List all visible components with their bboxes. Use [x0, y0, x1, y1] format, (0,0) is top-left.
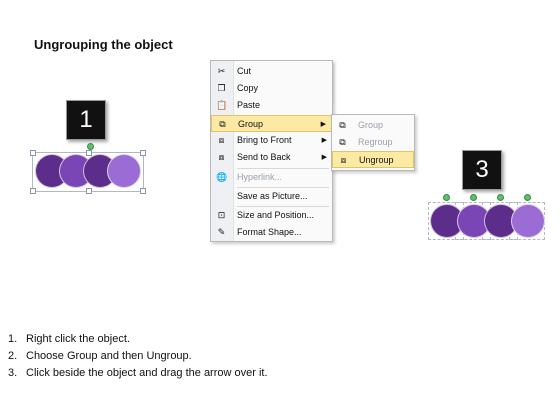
context-menu: ✂ Cut ❐ Copy 📋 Paste ⧉ Group ▶ ⧈ Bring t…: [210, 60, 333, 242]
group-icon: ⧉: [219, 119, 226, 129]
resize-handle[interactable]: [86, 188, 92, 194]
group-icon: ⧉: [339, 120, 346, 130]
submenu-item-regroup[interactable]: ⧉ Regroup: [332, 134, 414, 151]
submenu-arrow-icon: ▶: [321, 137, 327, 144]
instruction-item: 1. Right click the object.: [8, 331, 268, 348]
submenu-item-label: Regroup: [358, 137, 393, 147]
menu-item-hyperlink[interactable]: 🌐 Hyperlink...: [211, 169, 332, 186]
paste-icon: 📋: [216, 100, 228, 110]
menu-item-label: Group: [238, 119, 264, 129]
step-3-badge: 3: [462, 150, 502, 190]
menu-item-save-as-picture[interactable]: Save as Picture...: [211, 188, 332, 205]
resize-handle[interactable]: [140, 188, 146, 194]
rotation-handle[interactable]: [470, 194, 477, 201]
resize-handle[interactable]: [30, 188, 36, 194]
instruction-text: Choose Group and then Ungroup.: [26, 350, 192, 362]
menu-separator: [237, 168, 329, 169]
submenu-item-group[interactable]: ⧉ Group: [332, 117, 414, 134]
menu-item-label: Cut: [237, 66, 252, 76]
page-title: Ungrouping the object: [34, 37, 173, 52]
submenu-item-label: Ungroup: [359, 155, 394, 165]
instruction-item: 2. Choose Group and then Ungroup.: [8, 348, 268, 365]
scissors-icon: ✂: [217, 66, 226, 76]
instruction-text: Click beside the object and drag the arr…: [26, 367, 268, 379]
menu-separator: [237, 206, 329, 207]
instructions-list: 1. Right click the object. 2. Choose Group…: [8, 331, 268, 382]
menu-separator: [237, 187, 329, 188]
circle-shape[interactable]: [511, 204, 545, 238]
submenu-arrow-icon: ▶: [320, 121, 326, 128]
menu-item-label: Send to Back: [237, 152, 291, 162]
menu-item-copy[interactable]: ❐ Copy: [211, 80, 332, 97]
send-to-back-icon: ⧇: [218, 152, 225, 162]
menu-item-label: Size and Position...: [237, 210, 315, 220]
resize-handle[interactable]: [86, 150, 92, 156]
submenu-item-label: Group: [358, 120, 384, 130]
instruction-number: 3.: [8, 367, 18, 379]
regroup-icon: ⧉: [339, 137, 346, 147]
menu-item-label: Hyperlink...: [237, 172, 283, 182]
grouped-object[interactable]: [30, 143, 146, 194]
menu-item-group[interactable]: ⧉ Group ▶: [211, 115, 332, 132]
menu-item-label: Format Shape...: [237, 227, 302, 237]
size-position-icon: ⊡: [217, 210, 226, 220]
rotation-handle[interactable]: [87, 143, 94, 150]
menu-item-label: Save as Picture...: [237, 191, 308, 201]
menu-item-format-shape[interactable]: ✎ Format Shape...: [211, 224, 332, 241]
menu-item-size-and-position[interactable]: ⊡ Size and Position...: [211, 207, 332, 224]
hyperlink-icon: 🌐: [216, 172, 228, 182]
resize-handle[interactable]: [30, 150, 36, 156]
group-submenu: ⧉ Group ⧉ Regroup ⧈ Ungroup: [331, 114, 415, 171]
circle-shape: [107, 154, 141, 188]
rotation-handle[interactable]: [443, 194, 450, 201]
rotation-handle[interactable]: [524, 194, 531, 201]
submenu-item-ungroup[interactable]: ⧈ Ungroup: [332, 151, 414, 168]
instruction-item: 3. Click beside the object and drag the a…: [8, 365, 268, 382]
submenu-arrow-icon: ▶: [321, 154, 327, 161]
menu-item-bring-to-front[interactable]: ⧈ Bring to Front ▶: [211, 132, 332, 149]
format-shape-icon: ✎: [217, 227, 226, 237]
instruction-text: Right click the object.: [26, 333, 130, 345]
instruction-number: 2.: [8, 350, 18, 362]
menu-item-cut[interactable]: ✂ Cut: [211, 63, 332, 80]
bring-to-front-icon: ⧈: [218, 135, 225, 145]
rotation-handle[interactable]: [497, 194, 504, 201]
menu-item-label: Copy: [237, 83, 259, 93]
menu-item-send-to-back[interactable]: ⧇ Send to Back ▶: [211, 149, 332, 166]
step-1-badge: 1: [66, 100, 106, 140]
ungrouped-shapes: [428, 194, 546, 242]
copy-icon: ❐: [217, 83, 226, 93]
menu-item-paste[interactable]: 📋 Paste: [211, 97, 332, 114]
menu-item-label: Bring to Front: [237, 135, 292, 145]
ungroup-icon: ⧈: [340, 155, 347, 165]
instruction-number: 1.: [8, 333, 18, 345]
menu-gutter: [211, 61, 234, 241]
menu-item-label: Paste: [237, 100, 261, 110]
resize-handle[interactable]: [140, 150, 146, 156]
